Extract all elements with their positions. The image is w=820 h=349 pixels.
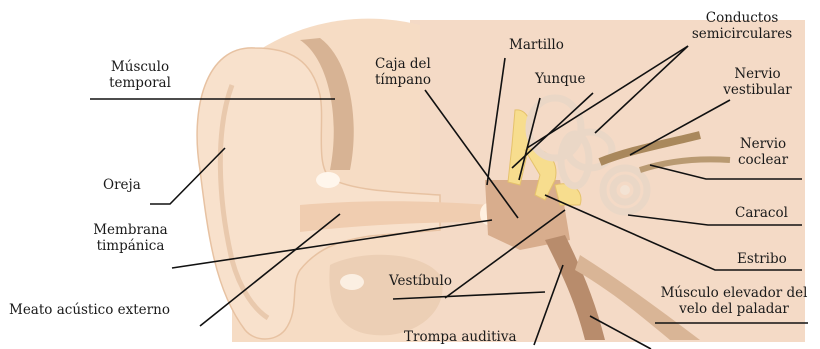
- label-line: velo del paladar: [650, 301, 818, 317]
- label-martillo: Martillo: [509, 37, 564, 53]
- label-line: tímpano: [375, 72, 431, 88]
- label-oreja: Oreja: [103, 177, 141, 193]
- label-yunque: Yunque: [535, 71, 585, 87]
- lower-highlight: [340, 274, 364, 290]
- cochlea-center: [620, 185, 630, 195]
- label-musculo-temporal: Músculo temporal: [85, 59, 195, 91]
- label-vestibulo: Vestíbulo: [389, 273, 452, 289]
- label-line: Músculo: [85, 59, 195, 75]
- label-caja-timpano: Caja del tímpano: [375, 56, 431, 88]
- label-musculo-elevador: Músculo elevador del velo del paladar: [650, 285, 818, 317]
- concha: [316, 172, 340, 188]
- label-nervio-vestibular: Nervio vestibular: [700, 66, 815, 98]
- label-line: coclear: [718, 152, 808, 168]
- label-nervio-coclear: Nervio coclear: [718, 136, 808, 168]
- label-estribo: Estribo: [737, 251, 787, 267]
- label-line: Nervio: [700, 66, 815, 82]
- label-line: Músculo elevador del: [650, 285, 818, 301]
- label-conductos: Conductos semicirculares: [668, 10, 816, 42]
- label-caracol: Caracol: [735, 205, 788, 221]
- label-line: Caja del: [375, 56, 431, 72]
- label-line: Conductos: [668, 10, 816, 26]
- label-line: semicirculares: [668, 26, 816, 42]
- label-line: Nervio: [718, 136, 808, 152]
- label-meato: Meato acústico externo: [9, 302, 170, 318]
- label-line: timpánica: [68, 238, 193, 254]
- label-line: temporal: [85, 75, 195, 91]
- label-line: Membrana: [68, 222, 193, 238]
- label-membrana-timpanica: Membrana timpánica: [68, 222, 193, 254]
- label-line: vestibular: [700, 82, 815, 98]
- label-trompa: Trompa auditiva: [404, 329, 517, 345]
